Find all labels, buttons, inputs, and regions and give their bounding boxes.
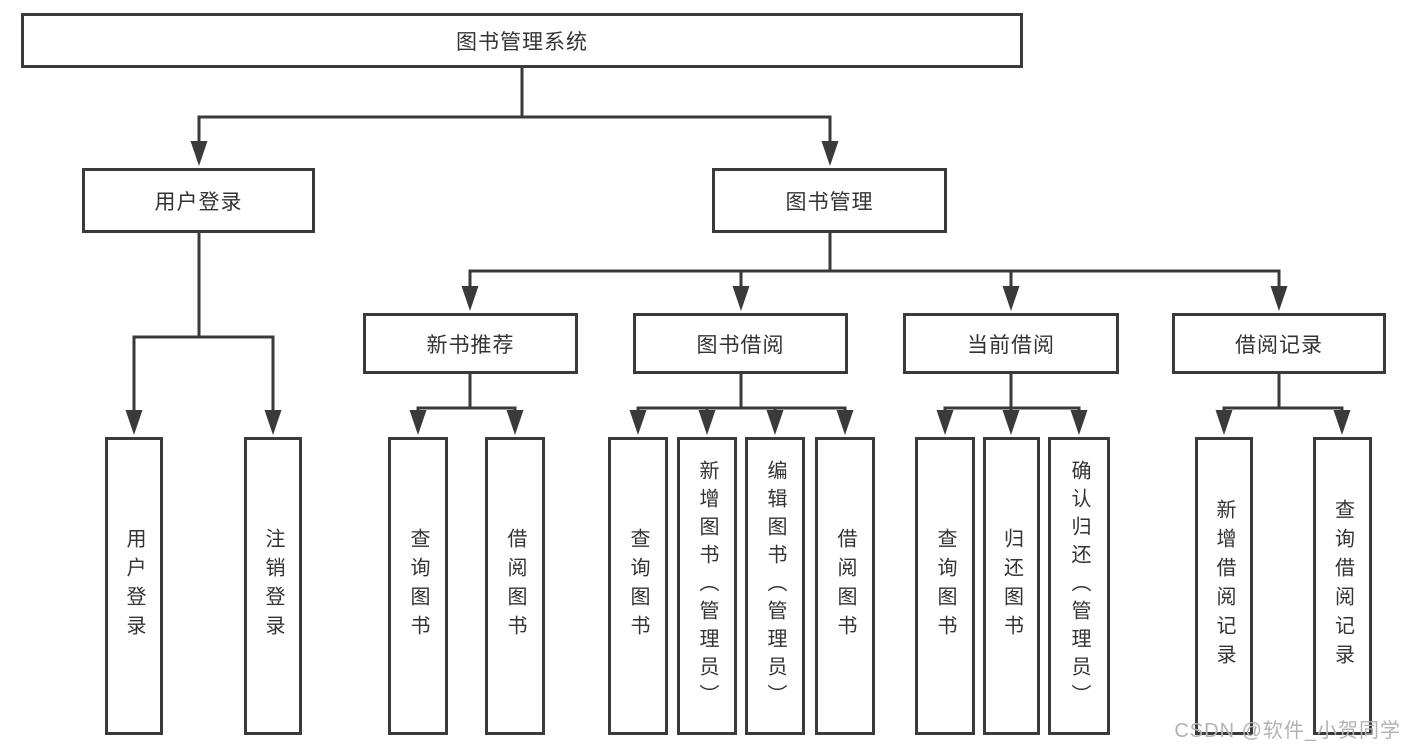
node-borrow-records: 借阅记录 bbox=[1172, 313, 1386, 374]
leaf-borrow-books: 借阅图书 bbox=[815, 437, 875, 735]
leaf-query-books-current: 查询图书 bbox=[915, 437, 975, 735]
leaf-add-borrow-record: 新增借阅记录 bbox=[1195, 437, 1253, 735]
leaf-return-books: 归还图书 bbox=[983, 437, 1040, 735]
leaf-query-books-recommend: 查询图书 bbox=[388, 437, 448, 735]
node-user-login: 用户登录 bbox=[82, 168, 315, 233]
leaf-confirm-return-admin: 确认归还（管理员） bbox=[1048, 437, 1110, 735]
node-new-book-recommend: 新书推荐 bbox=[363, 313, 578, 374]
node-book-borrow: 图书借阅 bbox=[633, 313, 848, 374]
node-book-management: 图书管理 bbox=[712, 168, 947, 233]
leaf-edit-books-admin: 编辑图书（管理员） bbox=[745, 437, 805, 735]
node-current-borrow: 当前借阅 bbox=[903, 313, 1119, 374]
csdn-watermark: CSDN @软件_小贺同学 bbox=[1174, 720, 1401, 742]
leaf-query-books-borrow: 查询图书 bbox=[608, 437, 668, 735]
leaf-borrow-books-recommend: 借阅图书 bbox=[485, 437, 545, 735]
leaf-user-login: 用户登录 bbox=[105, 437, 163, 735]
node-root-system: 图书管理系统 bbox=[21, 13, 1023, 68]
leaf-add-books-admin: 新增图书（管理员） bbox=[677, 437, 737, 735]
leaf-logout: 注销登录 bbox=[244, 437, 302, 735]
leaf-query-borrow-record: 查询借阅记录 bbox=[1313, 437, 1372, 735]
